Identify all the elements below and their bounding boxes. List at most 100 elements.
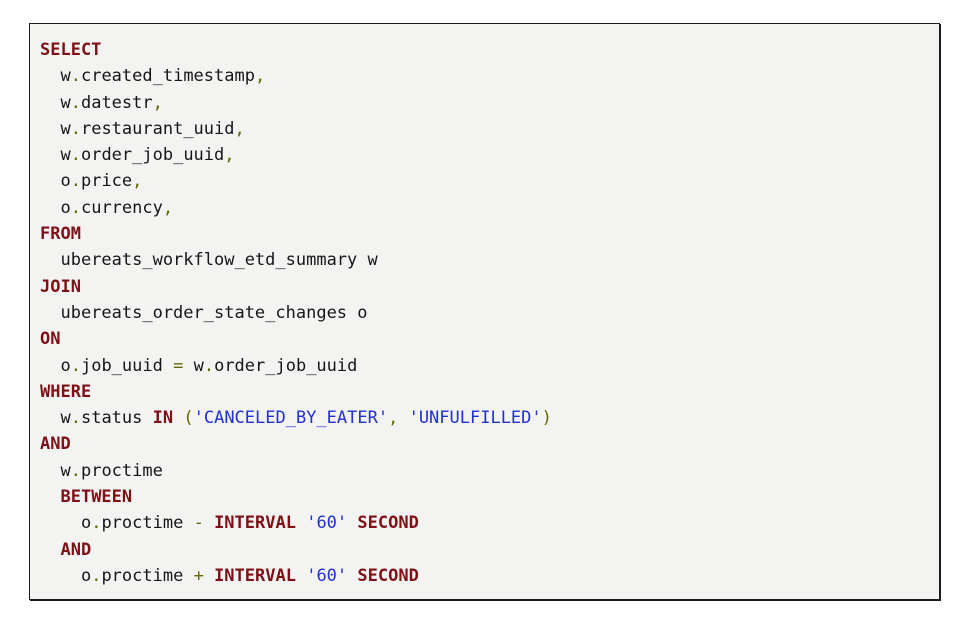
code-token: .	[70, 355, 81, 376]
code-token: created_timestamp	[80, 66, 255, 87]
code-token	[398, 408, 408, 428]
code-token: INTERVAL	[214, 513, 296, 534]
code-line: AND	[40, 431, 929, 457]
code-token: INTERVAL	[214, 565, 296, 586]
code-token: (	[183, 408, 194, 429]
sql-code-block: SELECT w.created_timestamp, w.datestr, w…	[29, 23, 940, 600]
code-token	[347, 566, 357, 586]
code-token: w	[40, 118, 71, 139]
code-token: .	[70, 66, 81, 87]
code-token: SELECT	[40, 40, 102, 60]
code-token: '60'	[306, 513, 348, 534]
code-token: .	[70, 460, 81, 481]
code-token: w	[40, 92, 71, 113]
code-token: IN	[152, 408, 174, 429]
code-token: ,	[234, 118, 245, 139]
code-token: currency	[80, 197, 163, 218]
code-token: AND	[60, 539, 92, 560]
code-token: SECOND	[357, 565, 419, 586]
code-line: w.status IN ('CANCELED_BY_EATER', 'UNFUL…	[40, 405, 929, 431]
code-token: 'UNFULFILLED'	[408, 408, 542, 429]
code-token: o	[40, 355, 71, 376]
code-token: ubereats_workflow_etd_summary w	[40, 250, 378, 271]
code-line: o.price,	[40, 168, 929, 194]
code-line: w.proctime	[40, 458, 929, 484]
code-token: ,	[162, 197, 174, 218]
sql-code: SELECT w.created_timestamp, w.datestr, w…	[40, 37, 929, 589]
code-token	[296, 513, 306, 533]
code-line: w.order_job_uuid,	[40, 142, 929, 168]
code-token: w	[183, 355, 204, 376]
code-token: job_uuid	[80, 355, 174, 376]
code-line: o.proctime + INTERVAL '60' SECOND	[40, 563, 929, 589]
code-token: o	[40, 513, 92, 534]
code-line: ubereats_workflow_etd_summary w	[40, 247, 929, 273]
code-token: .	[91, 513, 102, 534]
code-line: w.datestr,	[40, 90, 929, 116]
code-line: JOIN	[40, 274, 929, 300]
code-line: ubereats_order_state_changes o	[40, 300, 929, 326]
code-token: FROM	[40, 224, 81, 245]
code-line: FROM	[40, 221, 929, 247]
code-token: .	[70, 145, 81, 166]
code-token: JOIN	[40, 276, 81, 297]
code-token: status	[80, 408, 153, 429]
code-line: w.restaurant_uuid,	[40, 116, 929, 142]
code-token: +	[193, 565, 204, 586]
code-line: o.job_uuid = w.order_job_uuid	[40, 353, 929, 379]
code-token: '60'	[306, 565, 348, 586]
code-token: price	[80, 171, 133, 192]
code-token: =	[173, 355, 184, 376]
code-token: .	[70, 118, 81, 139]
code-token: ON	[40, 329, 61, 350]
code-line: AND	[40, 537, 929, 563]
code-token: 'CANCELED_BY_EATER'	[193, 408, 389, 429]
code-token: proctime	[101, 513, 194, 534]
code-token	[204, 566, 214, 586]
code-token	[296, 566, 306, 586]
code-token: .	[70, 171, 81, 192]
code-token	[204, 513, 214, 533]
code-token: restaurant_uuid	[80, 118, 235, 139]
code-line: BETWEEN	[40, 484, 929, 510]
code-token: ubereats_order_state_changes o	[40, 302, 368, 323]
code-line: SELECT	[40, 37, 929, 63]
code-token: datestr	[80, 92, 153, 113]
code-token	[40, 540, 60, 560]
code-line: w.created_timestamp,	[40, 63, 929, 89]
code-token: SECOND	[357, 513, 419, 534]
code-token: AND	[40, 434, 71, 455]
code-line: ON	[40, 326, 929, 352]
code-token: order_job_uuid	[80, 145, 225, 166]
code-token: proctime	[80, 460, 163, 481]
code-token: o	[40, 197, 71, 218]
code-token: ,	[388, 408, 399, 429]
code-token: ,	[132, 171, 143, 192]
code-token: .	[70, 408, 81, 429]
code-token	[173, 408, 183, 428]
code-token: ,	[224, 145, 235, 166]
code-token: w	[40, 66, 71, 87]
code-line: WHERE	[40, 379, 929, 405]
code-token: o	[40, 565, 92, 586]
code-token	[347, 513, 357, 533]
code-token: w	[40, 145, 71, 166]
code-token: )	[541, 408, 552, 429]
code-token: WHERE	[40, 381, 92, 402]
code-token: .	[70, 92, 81, 113]
code-token: .	[91, 565, 102, 586]
code-token: .	[70, 197, 81, 218]
code-token: ,	[254, 66, 266, 87]
code-token	[40, 487, 60, 507]
code-token: -	[193, 513, 204, 534]
code-line: o.proctime - INTERVAL '60' SECOND	[40, 510, 929, 536]
code-token: w	[40, 460, 71, 481]
code-token: ,	[152, 92, 163, 113]
code-line: o.currency,	[40, 195, 929, 221]
code-token: proctime	[101, 565, 194, 586]
code-token: .	[203, 355, 215, 376]
code-token: o	[40, 171, 71, 192]
code-token: w	[40, 408, 71, 429]
code-token: order_job_uuid	[214, 355, 358, 376]
code-token: BETWEEN	[60, 487, 133, 508]
